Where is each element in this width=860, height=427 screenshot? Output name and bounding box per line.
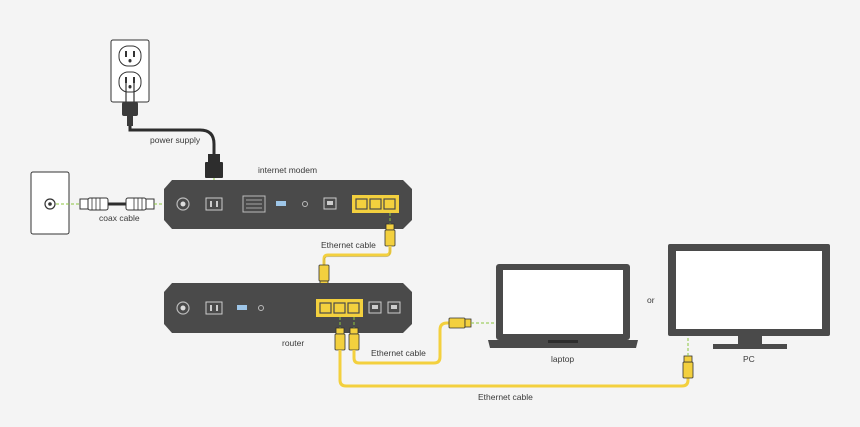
internet-modem	[164, 180, 412, 229]
modem-usb-port	[276, 201, 286, 206]
power-cord	[128, 126, 216, 158]
monitor-icon	[668, 244, 830, 349]
modem-vent	[242, 195, 266, 213]
modem-ethernet-ports	[352, 195, 399, 213]
router-reset-button	[258, 305, 264, 311]
ethernet-connector-icon	[348, 327, 360, 351]
laptop-icon	[488, 264, 638, 348]
modem-power-port	[205, 197, 223, 211]
router-label: router	[282, 338, 304, 348]
ethernet-connector-icon	[334, 327, 346, 351]
modem-phone-port	[323, 197, 337, 210]
power-supply-label: power supply	[150, 135, 201, 145]
ethernet-cable-modem-router-label: Ethernet cable	[321, 240, 376, 250]
router-extra-ports	[368, 301, 401, 314]
ethernet-cable-laptop	[352, 321, 449, 365]
ethernet-connector-icon	[448, 317, 472, 329]
router	[164, 283, 412, 333]
coax-cable-label: coax cable	[99, 213, 140, 223]
modem-reset-button	[302, 201, 308, 207]
ethernet-cable-laptop-label: Ethernet cable	[371, 348, 426, 358]
coax-wall-plate-icon	[30, 171, 70, 235]
internet-modem-label: internet modem	[258, 165, 317, 175]
laptop-label: laptop	[551, 354, 574, 364]
router-power-port	[205, 301, 223, 315]
router-coax-port	[176, 301, 190, 315]
pc-label: PC	[743, 354, 755, 364]
power-connector	[205, 154, 223, 178]
router-usb-port	[237, 305, 247, 310]
wall-outlet-icon	[110, 39, 150, 103]
coax-cable	[79, 197, 155, 211]
modem-coax-port	[176, 197, 190, 211]
ethernet-connector-icon	[384, 223, 396, 247]
ethernet-connector-icon	[682, 355, 694, 379]
ethernet-cable-pc	[338, 350, 690, 388]
router-ethernet-ports	[316, 299, 363, 317]
ethernet-cable-pc-label: Ethernet cable	[478, 392, 533, 402]
or-label: or	[647, 295, 655, 305]
power-plug-icon	[122, 80, 138, 126]
